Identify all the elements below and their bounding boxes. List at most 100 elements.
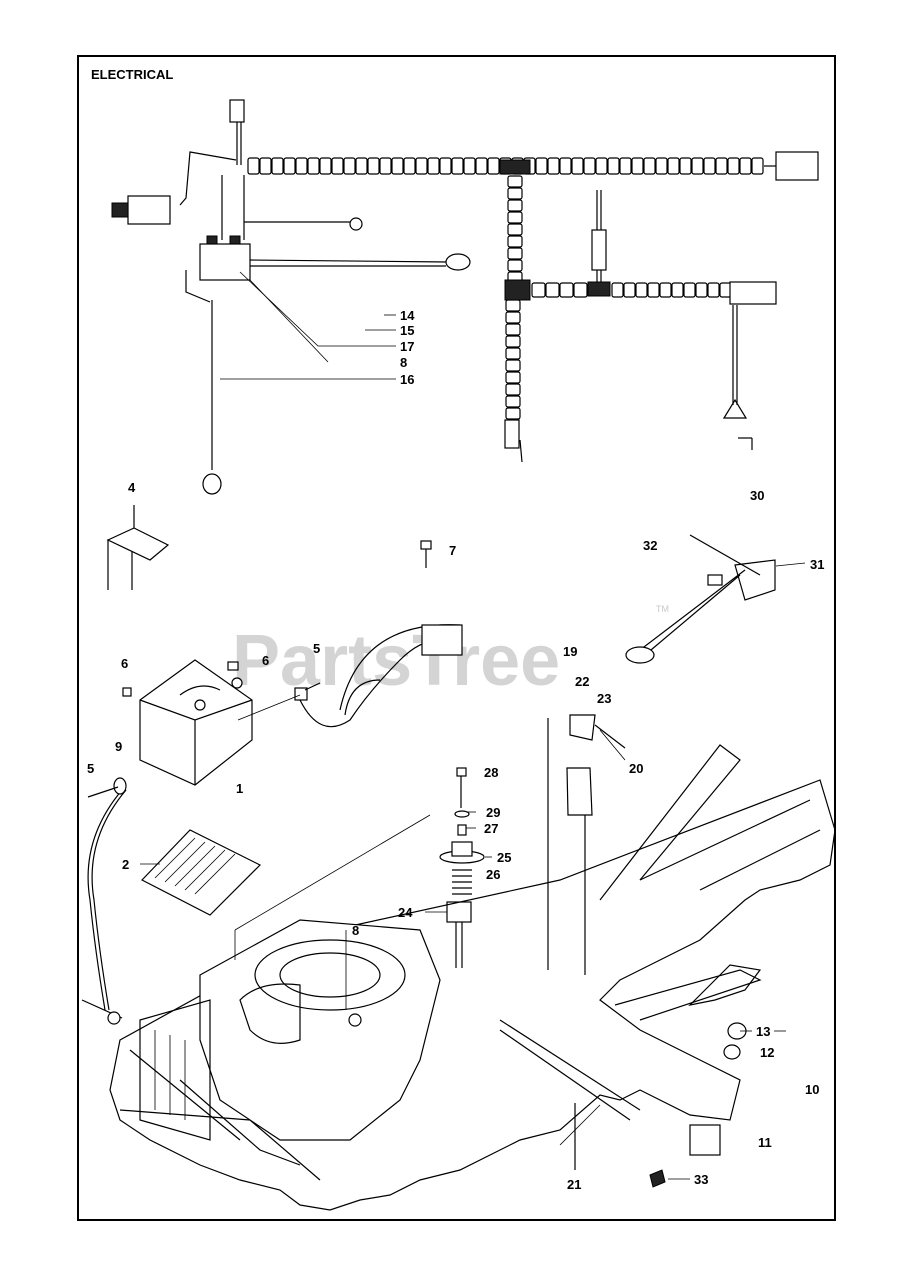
conduit-segment [667,157,680,175]
callout-9: 9 [115,739,122,754]
conduit-segment [505,323,521,336]
conduit-segment [271,157,284,175]
conduit-segment [607,157,620,175]
conduit-segment [683,282,696,298]
conduit-segment [487,157,500,175]
callout-16: 16 [400,372,414,387]
conduit-segment [507,235,523,248]
conduit-segment [671,282,684,298]
conduit-segment [379,157,392,175]
frame-leaders [668,1030,786,1180]
conduit-segment [507,211,523,224]
callout-4: 4 [128,480,136,495]
part-2-manual [140,829,262,916]
callout-27: 27 [484,821,498,836]
conduit-segment [535,157,548,175]
trademark-mark: TM [656,604,669,614]
callout-24: 24 [398,905,413,920]
conduit-segment [583,157,596,175]
conduit-segment [475,157,488,175]
callout-8: 8 [400,355,407,370]
conduit-segment [391,157,404,175]
conduit-segment [439,157,452,175]
conduit-segment [415,157,428,175]
conduit-segment [643,157,656,175]
conduit-segment [505,335,521,348]
conduit-segment [451,157,464,175]
section-title: ELECTRICAL [91,67,174,82]
callout-6: 6 [262,653,269,668]
callout-29: 29 [486,805,500,820]
conduit-segment [283,157,296,175]
conduit-segment [343,157,356,175]
battery-cables [81,694,301,1025]
seat-switch-stack [425,767,492,968]
conduit-segment [707,282,720,298]
callout-20: 20 [629,761,643,776]
harness-branch-connector [729,281,777,305]
conduit-segment [619,157,632,175]
conduit-segment [571,157,584,175]
conduit-segment [647,282,660,298]
conduit-segment [531,282,546,298]
conduit-segment [247,157,260,175]
callout-28: 28 [484,765,498,780]
conduit-segment [623,282,636,298]
part-4-bracket [106,505,170,590]
conduit-segment [507,199,523,212]
conduit-segment [505,383,521,396]
conduit-segment [727,157,740,175]
watermark: PartsTree [232,621,560,701]
conduit-segment [505,347,521,360]
conduit-segment [259,157,272,175]
conduit-segment [427,157,440,175]
conduit-segment [505,311,521,324]
harness-vertical-conduit [505,175,523,420]
conduit-segment [559,282,574,298]
callout-2: 2 [122,857,129,872]
ring-terminal-upper [349,217,363,231]
callout-25: 25 [497,850,511,865]
conduit-segment [611,282,624,298]
callout-17: 17 [400,339,414,354]
conduit-segment [295,157,308,175]
callout-5: 5 [87,761,94,776]
callout-14: 14 [400,308,415,323]
conduit-segment [463,157,476,175]
diagram-frame [77,55,836,1221]
callout-22: 22 [575,674,589,689]
conduit-segment [573,282,588,298]
conduit-segment [505,407,521,420]
callout-10: 10 [805,1082,819,1097]
conduit-segment [691,157,704,175]
ring-terminal-lower [445,253,471,271]
conduit-segment [507,247,523,260]
conduit-segment [507,223,523,236]
callout-30: 30 [750,488,764,503]
conduit-segment [547,157,560,175]
tractor-frame [109,744,836,1211]
harness-leaders [220,271,396,380]
conduit-segment [695,282,708,298]
callout-11: 11 [758,1135,772,1150]
conduit-segment [507,187,523,200]
callout-5: 5 [313,641,320,656]
callout-labels: 14 15 17 8 16 4 30 7 32 31 5 6 6 19 22 2… [87,308,824,1192]
wire-harness [111,99,819,495]
conduit-segment [505,371,521,384]
callout-6: 6 [121,656,128,671]
conduit-segment [703,157,716,175]
conduit-segment [507,259,523,272]
part-31-32-switch-assembly [625,534,806,664]
conduit-segment [631,157,644,175]
harness-top-plug [229,99,245,123]
conduit-segment [595,157,608,175]
conduit-segment [367,157,380,175]
conduit-segment [307,157,320,175]
conduit-segment [403,157,416,175]
callout-21: 21 [567,1177,581,1192]
callout-7: 7 [449,543,456,558]
conduit-segment [355,157,368,175]
conduit-segment [635,282,648,298]
